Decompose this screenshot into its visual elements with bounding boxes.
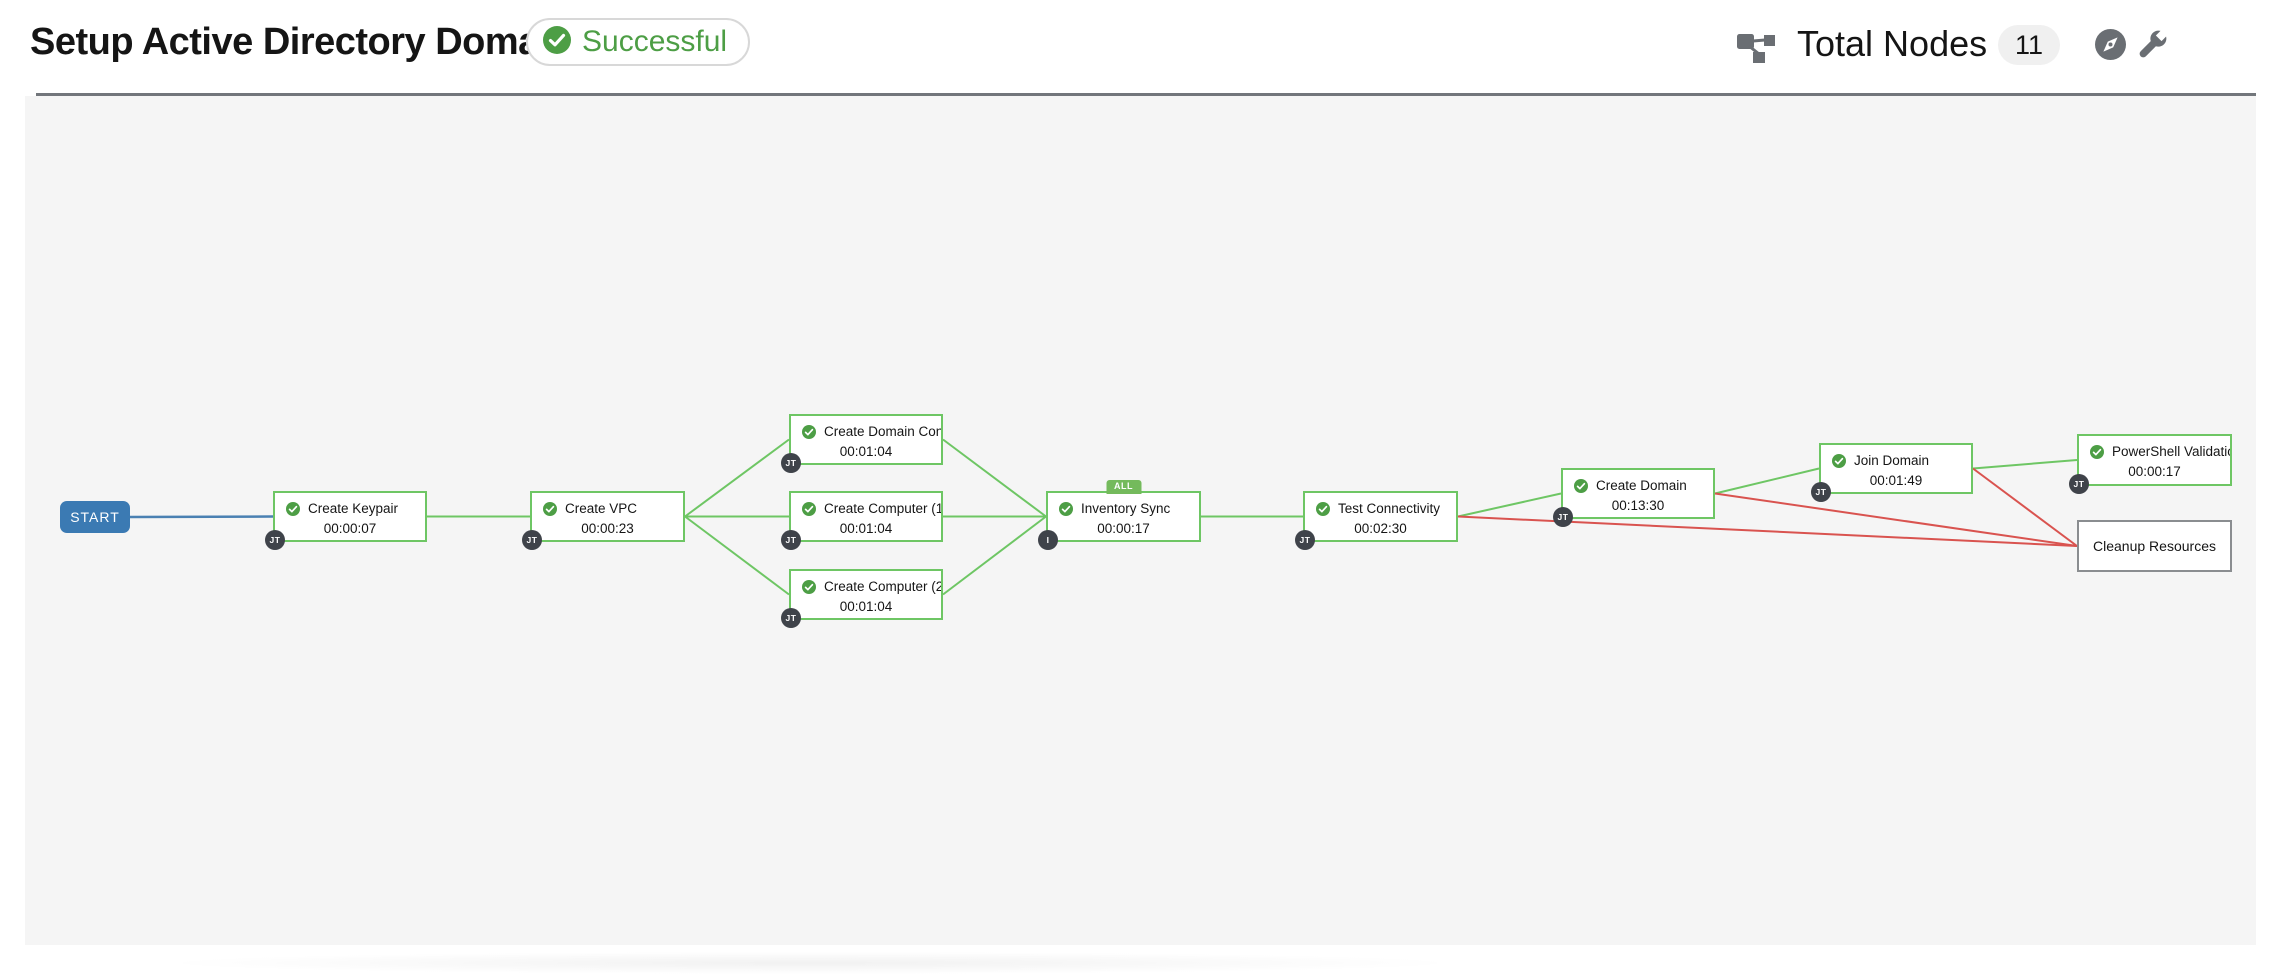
- status-badge: Successful: [526, 18, 751, 66]
- node-title-row: Create Keypair: [286, 501, 425, 516]
- page-header: Setup Active Directory Domain Successful…: [0, 0, 2290, 93]
- job-template-badge: JT: [1553, 507, 1573, 527]
- job-template-badge: JT: [781, 453, 801, 473]
- node-elapsed-time: 00:13:30: [1611, 498, 1665, 513]
- workflow-edge-testconn-createdomain: [1457, 492, 1562, 518]
- node-elapsed-time: 00:00:17: [2128, 464, 2181, 479]
- node-label: Cleanup Resources: [2093, 538, 2216, 554]
- job-template-badge: JT: [2069, 474, 2089, 494]
- status-label: Successful: [582, 25, 728, 58]
- workflow-node-cleanup[interactable]: Cleanup Resources: [2077, 520, 2232, 572]
- node-title-row: Join Domain: [1832, 453, 1971, 468]
- job-template-badge: JT: [781, 530, 801, 550]
- job-template-badge: JT: [265, 530, 285, 550]
- total-nodes-count: 11: [1998, 25, 2060, 65]
- workflow-edge-vpc-comp2: [684, 515, 790, 596]
- total-nodes-label: Total Nodes: [1797, 23, 1988, 64]
- node-elapsed-time: 00:02:30: [1354, 521, 1407, 536]
- compass-icon[interactable]: [2095, 29, 2126, 65]
- node-elapsed-time: 00:00:17: [1097, 521, 1150, 536]
- page-title: Setup Active Directory Domain: [30, 21, 572, 63]
- node-label: Create Computer (2): [824, 579, 941, 594]
- node-title-row: Test Connectivity: [1316, 501, 1456, 516]
- node-label: Join Domain: [1854, 453, 1930, 468]
- node-title-row: Create Domain Contr…: [802, 424, 941, 439]
- inventory-source-badge: I: [1038, 530, 1058, 550]
- success-icon: [1059, 501, 1073, 516]
- workflow-edge-createdomain-cleanup: [1714, 492, 2078, 547]
- node-elapsed-time: 00:01:04: [839, 521, 893, 536]
- success-icon: [2090, 444, 2104, 459]
- node-label: Create Computer (1): [824, 501, 941, 516]
- job-template-badge: JT: [1295, 530, 1315, 550]
- success-icon: [1316, 501, 1330, 516]
- workflow-edge-joindomain-powershell: [1972, 459, 2078, 470]
- node-label: Create VPC: [565, 501, 638, 516]
- node-elapsed-time: 00:01:49: [1869, 473, 1923, 488]
- node-elapsed-time: 00:01:04: [839, 599, 893, 614]
- wrench-icon[interactable]: [2133, 26, 2171, 69]
- node-title-row: PowerShell Validation: [2090, 444, 2230, 459]
- node-title-row: Inventory Sync: [1059, 501, 1199, 516]
- node-title-row: Create Computer (2): [802, 579, 941, 594]
- success-icon: [1574, 478, 1588, 493]
- workflow-edge-joindomain-cleanup: [1972, 467, 2078, 547]
- node-label: Create Domain: [1596, 478, 1687, 493]
- job-template-badge: JT: [781, 608, 801, 628]
- node-label: Test Connectivity: [1338, 501, 1441, 516]
- node-title-row: Create Computer (1): [802, 501, 941, 516]
- workflow-start-node[interactable]: START: [60, 501, 130, 533]
- job-template-badge: JT: [1811, 482, 1831, 502]
- header-divider: [36, 93, 2256, 96]
- success-icon: [802, 501, 816, 516]
- node-elapsed-time: 00:00:07: [323, 521, 377, 536]
- workflow-edge-dc-invsync: [942, 438, 1047, 518]
- workflow-edge-testconn-cleanup: [1457, 515, 2078, 547]
- sitemap-icon: [1737, 27, 1777, 68]
- success-icon: [802, 424, 816, 439]
- success-icon: [1832, 453, 1846, 468]
- success-icon: [286, 501, 300, 516]
- node-label: PowerShell Validation: [2112, 444, 2230, 459]
- node-elapsed-time: 00:01:04: [839, 444, 893, 459]
- workflow-edge-comp2-invsync: [942, 515, 1047, 596]
- job-template-badge: JT: [522, 530, 542, 550]
- workflow-edge-vpc-dc: [684, 438, 790, 518]
- bottom-shadow: [170, 952, 1450, 974]
- node-label: Inventory Sync: [1081, 501, 1171, 516]
- node-title-row: Create Domain: [1574, 478, 1713, 493]
- success-icon: [543, 501, 557, 516]
- check-circle-icon: [543, 25, 571, 59]
- workflow-edge-createdomain-joindomain: [1714, 467, 1820, 495]
- workflow-edge-start-keypair: [129, 515, 274, 519]
- node-label: Create Domain Contr…: [824, 424, 941, 439]
- success-icon: [802, 579, 816, 594]
- node-label: Create Keypair: [308, 501, 399, 516]
- node-title-row: Create VPC: [543, 501, 683, 516]
- node-elapsed-time: 00:00:23: [581, 521, 634, 536]
- run-condition-tag: ALL: [1106, 480, 1141, 494]
